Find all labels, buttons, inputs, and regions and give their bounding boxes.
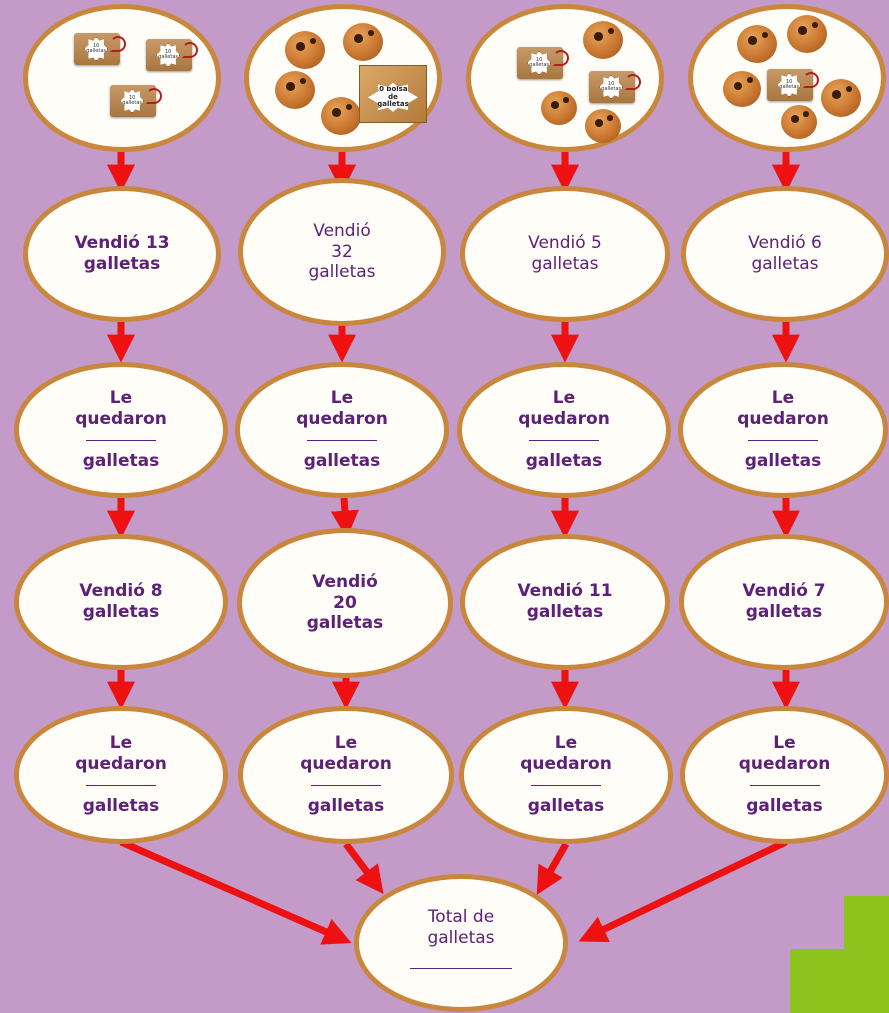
cookie-icon	[821, 79, 861, 117]
remaining-unit: galletas	[746, 796, 823, 817]
picture-node-3: 10 galletas 10 galletas	[466, 4, 664, 152]
sold-node-3: Vendió 5 galletas	[460, 186, 670, 322]
remaining-node-2: Le quedaron galletas	[235, 362, 449, 498]
cookie-icon	[541, 91, 577, 125]
remaining-label: Le quedaron	[738, 732, 831, 774]
sold-node-8: Vendió 7 galletas	[679, 534, 889, 670]
sold-node-2: Vendió 32 galletas	[238, 178, 446, 326]
remaining-node-3: Le quedaron galletas	[457, 362, 671, 498]
sold-text: Vendió 20 galletas	[306, 571, 384, 634]
bag-label: 10 galletas	[777, 72, 802, 98]
bag-label: 10 galletas	[84, 36, 109, 62]
answer-blank[interactable]	[311, 785, 381, 787]
cookie-icon	[585, 109, 621, 143]
cookie-icon	[723, 71, 761, 107]
remaining-node-1: Le quedaron galletas	[14, 362, 228, 498]
sold-node-6: Vendió 20 galletas	[237, 528, 453, 678]
picture-node-1: 10 galletas 10 galletas 10 galletas	[23, 4, 221, 152]
flow-arrow	[578, 838, 788, 942]
remaining-label: Le quedaron	[520, 732, 612, 774]
cookie-icon	[343, 23, 383, 61]
remaining-unit: galletas	[303, 451, 381, 472]
flow-arrow	[536, 842, 570, 895]
cookie-icon	[583, 21, 623, 59]
cookie-bag-icon: 10 galletas	[767, 69, 819, 101]
sold-text: Vendió 6 galletas	[748, 233, 822, 274]
sold-text: Vendió 7 galletas	[742, 581, 826, 622]
bag-label: 10 galletas	[527, 50, 552, 76]
total-answer-blank[interactable]	[410, 968, 512, 970]
cookie-icon	[285, 31, 325, 69]
answer-blank[interactable]	[86, 440, 156, 442]
remaining-node-6: Le quedaron galletas	[238, 706, 454, 844]
remaining-unit: galletas	[307, 796, 385, 817]
cookie-box-icon: 10 bolsas de galletas	[359, 65, 427, 123]
bag-label: 10 galletas	[156, 42, 181, 68]
answer-blank[interactable]	[749, 785, 820, 787]
bag-label: 10 galletas	[599, 74, 624, 100]
remaining-node-4: Le quedaron galletas	[678, 362, 888, 498]
answer-blank[interactable]	[531, 785, 601, 787]
remaining-unit: galletas	[527, 796, 605, 817]
picture-node-4: 10 galletas	[688, 4, 886, 152]
cookie-bag-icon: 10 galletas	[74, 33, 126, 65]
cookie-icon	[781, 105, 817, 139]
sold-node-1: Vendió 13 galletas	[23, 186, 221, 322]
cookie-bag-icon: 10 galletas	[146, 39, 198, 71]
sold-node-7: Vendió 11 galletas	[460, 534, 670, 670]
cookie-icon	[787, 15, 827, 53]
total-node: Total de galletas	[354, 874, 568, 1012]
plus-shape	[790, 949, 889, 1013]
remaining-unit: galletas	[744, 451, 822, 472]
picture-node-2: 10 bolsas de galletas	[244, 4, 442, 152]
sold-text: Vendió 32 galletas	[308, 220, 376, 283]
remaining-unit: galletas	[525, 451, 603, 472]
cookie-icon	[275, 71, 315, 109]
flow-arrow	[330, 497, 359, 539]
cookie-bag-icon: 10 galletas	[517, 47, 569, 79]
box-label: 10 bolsas de galletas	[367, 82, 419, 112]
cookie-icon	[737, 25, 777, 63]
answer-blank[interactable]	[307, 440, 377, 442]
sold-node-5: Vendió 8 galletas	[14, 534, 228, 670]
remaining-label: Le quedaron	[75, 387, 167, 429]
flow-arrow	[119, 838, 352, 945]
remaining-unit: galletas	[82, 796, 160, 817]
bag-label: 10 galletas	[120, 88, 145, 114]
remaining-node-8: Le quedaron galletas	[680, 706, 889, 844]
answer-blank[interactable]	[86, 785, 156, 787]
cookie-bag-icon: 10 galletas	[110, 85, 162, 117]
remaining-unit: galletas	[82, 451, 160, 472]
cookie-bag-icon: 10 galletas	[589, 71, 641, 103]
remaining-label: Le quedaron	[75, 732, 167, 774]
remaining-label: Le quedaron	[737, 387, 829, 429]
remaining-label: Le quedaron	[300, 732, 392, 774]
sold-text: Vendió 11 galletas	[517, 581, 613, 622]
remaining-label: Le quedaron	[518, 387, 610, 429]
cookie-icon	[321, 97, 361, 135]
sold-text: Vendió 5 galletas	[528, 233, 602, 274]
sold-text: Vendió 13 galletas	[74, 233, 170, 274]
answer-blank[interactable]	[748, 440, 818, 442]
sold-text: Vendió 8 galletas	[79, 581, 163, 622]
remaining-label: Le quedaron	[296, 387, 388, 429]
flow-arrow	[343, 841, 384, 895]
total-label: Total de galletas	[427, 906, 495, 948]
remaining-node-5: Le quedaron galletas	[14, 706, 228, 844]
answer-blank[interactable]	[529, 440, 599, 442]
sold-node-4: Vendió 6 galletas	[681, 186, 889, 322]
remaining-node-7: Le quedaron galletas	[459, 706, 673, 844]
